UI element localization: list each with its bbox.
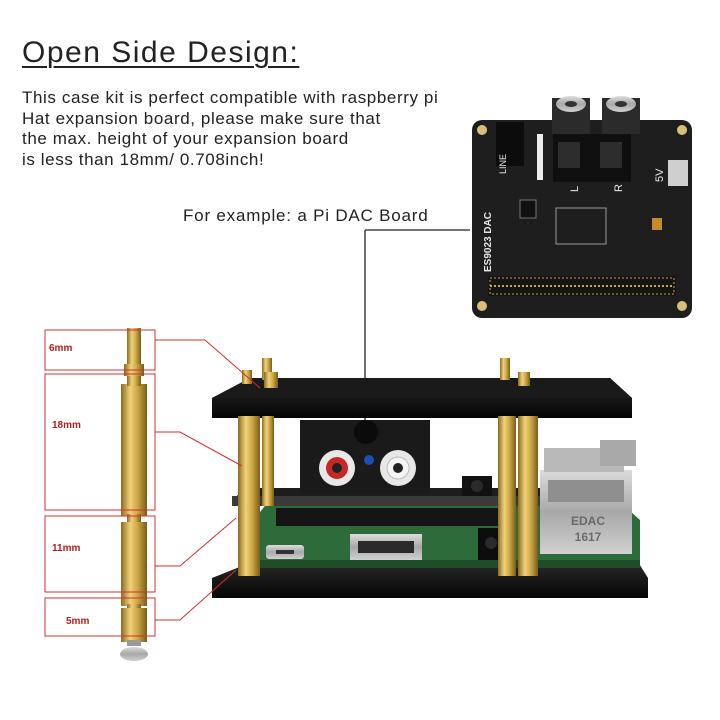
dac-chip xyxy=(519,199,537,219)
description-text: This case kit is perfect compatible with… xyxy=(22,88,438,170)
right-channel-label: R xyxy=(613,184,625,192)
measure-label-6mm: 6mm xyxy=(49,343,72,354)
dac-rca-jacks xyxy=(552,96,640,134)
ethernet-code-label: 1617 xyxy=(575,530,602,544)
standoff-5mm xyxy=(121,608,147,642)
measure-label-11mm: 11mm xyxy=(52,543,80,554)
measure-box-18mm xyxy=(44,373,156,511)
measure-box-5mm xyxy=(44,597,156,637)
standoff-11mm xyxy=(121,522,147,606)
case-assembly-photo: EDAC 1617 xyxy=(212,358,648,598)
ethernet-brand-label: EDAC xyxy=(571,514,605,528)
measurement-brackets xyxy=(44,329,261,637)
bottom-acrylic-plate xyxy=(212,562,648,598)
example-caption: For example: a Pi DAC Board xyxy=(183,206,429,225)
description-line: is less than 18mm/ 0.708inch! xyxy=(22,149,265,169)
board-stripe xyxy=(537,134,543,180)
line-label: LINE xyxy=(498,154,508,174)
voltage-label: 5V xyxy=(654,168,666,182)
description-line: Hat expansion board, please make sure th… xyxy=(22,108,381,128)
left-channel-label: L xyxy=(569,186,581,192)
dac-gpio-header xyxy=(488,276,676,296)
measure-box-6mm xyxy=(44,329,156,371)
mount-hole xyxy=(477,301,487,311)
screw-head xyxy=(120,647,148,661)
dac-name-label: ES9023 DAC xyxy=(483,212,494,272)
page-title: Open Side Design: xyxy=(22,36,300,69)
measure-box-11mm xyxy=(44,515,156,593)
dac-pcb xyxy=(472,120,692,318)
line-jack xyxy=(496,122,524,166)
led xyxy=(652,218,662,230)
leader-line-6mm xyxy=(155,339,261,389)
standoff-6mm xyxy=(127,328,141,366)
standoff-18mm xyxy=(121,384,147,516)
line-jack-installed xyxy=(354,420,378,444)
description-line: the max. height of your expansion board xyxy=(22,129,349,148)
measure-label-5mm: 5mm xyxy=(66,616,89,627)
case-standoffs xyxy=(238,358,538,576)
mount-hole xyxy=(677,301,687,311)
leader-line-11mm xyxy=(155,517,237,567)
measure-label-18mm: 18mm xyxy=(52,420,81,431)
standoff-stack-photo xyxy=(120,328,148,661)
mount-hole xyxy=(477,125,487,135)
leader-line-18mm xyxy=(155,431,243,467)
gpio-header xyxy=(276,508,506,526)
description-line: This case kit is perfect compatible with… xyxy=(22,88,439,107)
leader-line-5mm xyxy=(155,569,237,621)
mount-hole xyxy=(677,125,687,135)
silk-outline xyxy=(555,207,607,245)
power-component xyxy=(668,160,688,186)
dac-board-photo: ES9023 DAC LINE L R 5V xyxy=(472,96,692,318)
